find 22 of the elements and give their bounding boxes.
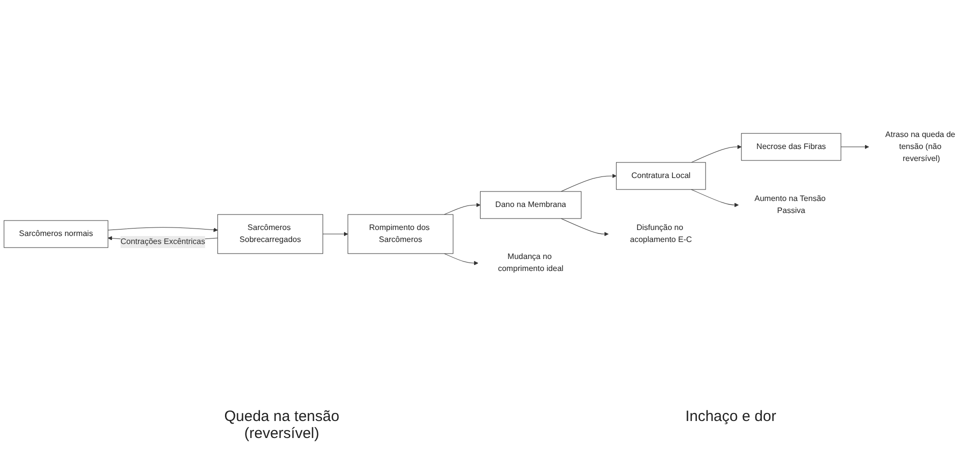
arrow: [691, 189, 739, 208]
note-text: Queda na tensão (reversível): [223, 408, 340, 442]
node-box: Sarcômeros normais: [4, 220, 108, 248]
arrow: [322, 232, 348, 236]
node-text: Disfunção no acoplamento E-C: [630, 224, 692, 244]
note-text: Inchaço e dor: [685, 408, 776, 427]
arrow: [444, 202, 480, 215]
node-box: Dano na Membrana: [480, 191, 582, 219]
edge-label: Contrações Excêntricas: [120, 238, 206, 246]
node-text: Mudança no comprimento ideal: [498, 252, 564, 274]
arrow: [691, 144, 742, 163]
arrow: [444, 253, 478, 266]
node-box: Rompimento dos Sarcômeros: [348, 214, 454, 254]
node-box: Contratura Local: [616, 162, 706, 190]
node-text: Aumento na Tensão Passiva: [754, 194, 826, 216]
node-text: Atraso na queda de tensão (não reversível): [885, 130, 956, 163]
arrow: [108, 227, 218, 232]
arrow: [560, 218, 609, 236]
node-box: Necrose das Fibras: [741, 133, 842, 161]
arrow: [560, 174, 616, 192]
node-box: Sarcômeros Sobrecarregados: [217, 214, 324, 254]
arrow: [840, 144, 869, 150]
